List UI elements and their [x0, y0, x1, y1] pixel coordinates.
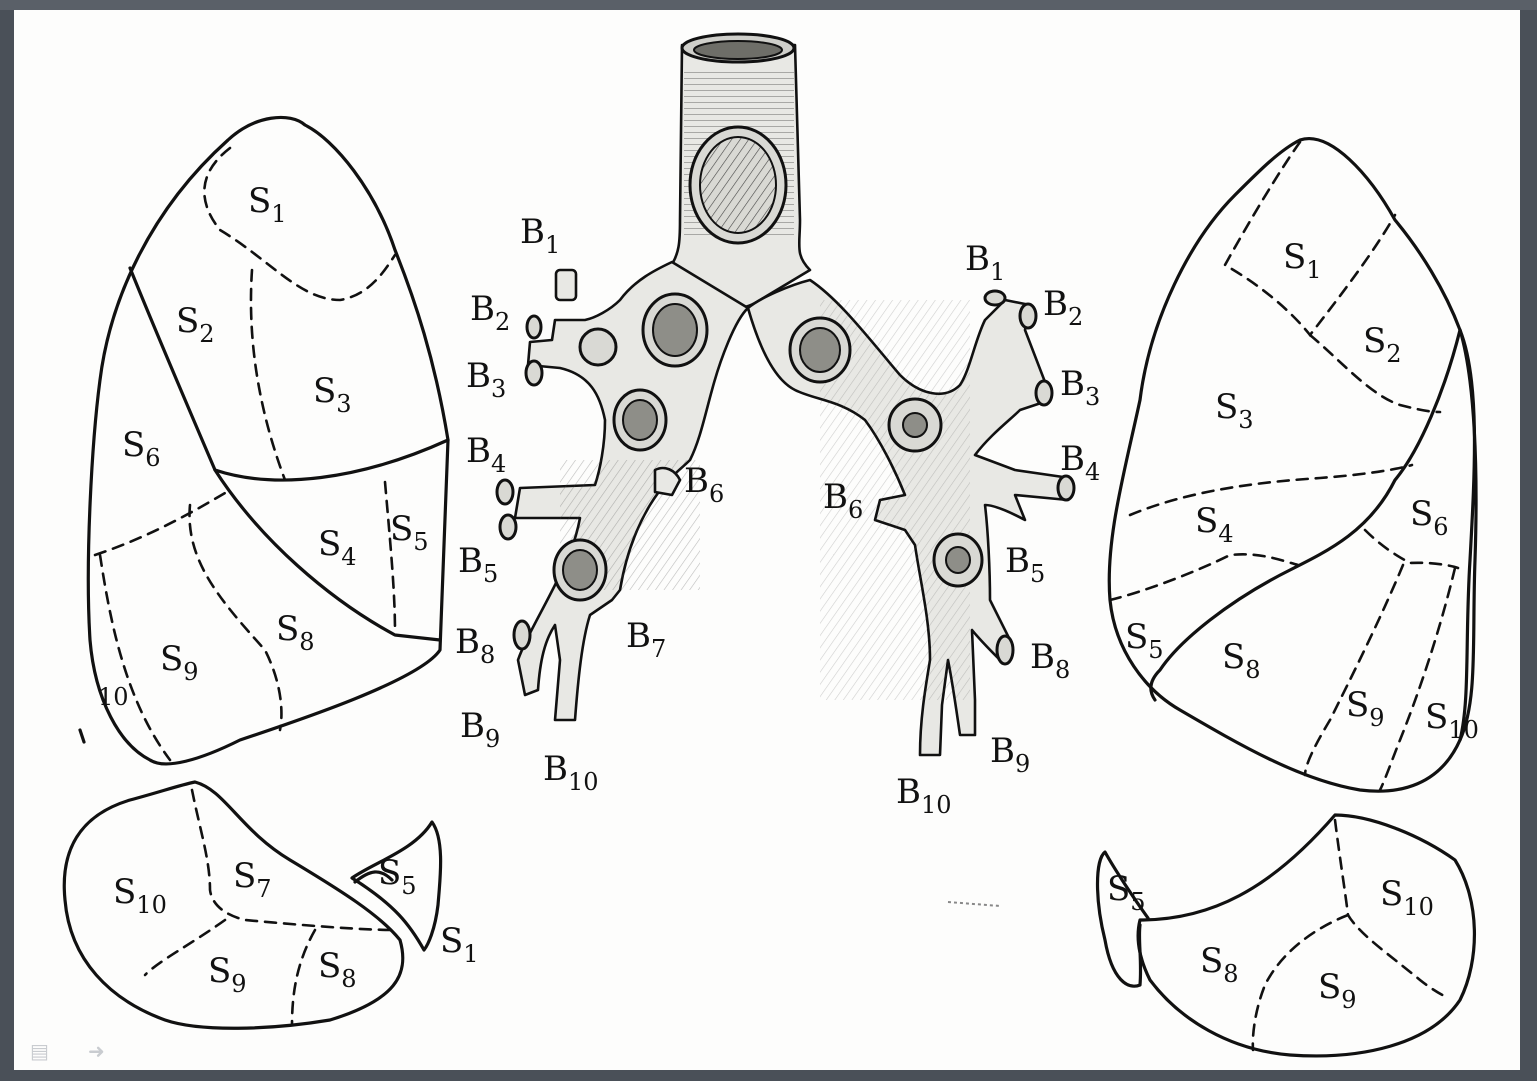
label-s2-ll: S2	[1363, 321, 1402, 368]
s2-s3-boundary	[251, 270, 285, 480]
label-s9-rm: S9	[208, 951, 247, 998]
rb3-tip	[526, 361, 542, 385]
label-s5-rm: S5	[378, 853, 417, 900]
label-s7-rm: S7	[233, 856, 272, 903]
rb5-tip	[500, 515, 516, 539]
label-s10-rm: S10	[113, 872, 167, 919]
s4-s5-left-boundary	[1110, 554, 1298, 600]
bronchial-tree: B1 B2 B3 B4 B6 B5 B8 B7 B9 B10 B1 B2 B3 …	[455, 34, 1100, 819]
label-s3-rl: S3	[313, 371, 352, 418]
label-b3-l: B3	[1060, 364, 1100, 411]
label-b8-l: B8	[1030, 637, 1070, 684]
label-s10-lm: S10	[1380, 874, 1434, 921]
right-oblique-fissure-upper	[130, 268, 448, 480]
label-s6-ll: S6	[1410, 494, 1449, 541]
s1-left-boundary	[1225, 142, 1395, 335]
label-b4-r: B4	[466, 431, 506, 478]
left-lung-medial: S5 S10 S8 S9	[1098, 815, 1475, 1056]
label-b2-r: B2	[470, 289, 510, 336]
label-s4-ll: S4	[1195, 501, 1234, 548]
trachea-lumen	[694, 41, 782, 59]
label-b9-r: B9	[460, 706, 500, 753]
scan-artifact	[948, 902, 1000, 906]
left-lung-lateral: S1 S2 S3 S4 S6 S5 S8 S9 S10	[1109, 139, 1479, 792]
label-s10-rl: 10	[98, 683, 129, 711]
label-s5-rl: S5	[390, 509, 429, 556]
rb7-lumen	[563, 550, 597, 590]
rb2-tip	[527, 316, 541, 338]
left-lingula-lumen	[903, 413, 927, 437]
lung-segment-diagram: S1 S2 S3 S6 S4 S5 S8 S9 10 S10 S7 S9 S8 …	[14, 10, 1520, 1070]
label-s4-rl: S4	[318, 524, 357, 571]
left-medial-outline	[1138, 815, 1474, 1056]
lb4-tip	[1058, 476, 1074, 500]
label-b1-r: B1	[520, 212, 560, 259]
right-lung-lateral: S1 S2 S3 S6 S4 S5 S8 S9 10	[80, 117, 448, 763]
s3-s4-boundary	[1130, 465, 1412, 515]
slide-canvas: S1 S2 S3 S6 S4 S5 S8 S9 10 S10 S7 S9 S8 …	[14, 10, 1520, 1070]
label-b5-l: B5	[1005, 541, 1045, 588]
label-b10-r: B10	[543, 749, 599, 796]
label-s5-ll: S5	[1125, 617, 1164, 664]
label-b8-r: B8	[455, 622, 495, 669]
label-s8-rm: S8	[318, 946, 357, 993]
label-b4-l: B4	[1060, 439, 1100, 486]
window-top-bar	[0, 0, 1537, 10]
label-b9-l: B9	[990, 731, 1030, 778]
label-s9-lm: S9	[1318, 967, 1357, 1014]
left-upper-lumen	[800, 328, 840, 372]
right-lung-medial: S10 S7 S9 S8 S5 S1	[64, 782, 478, 1028]
intermediate-lumen	[623, 400, 657, 440]
s8-s9-left-boundary	[1305, 565, 1403, 775]
label-s6-rl: S6	[122, 425, 161, 472]
carina-lumen	[700, 137, 776, 233]
lb1-tip	[985, 291, 1005, 305]
label-b10-l: B10	[896, 772, 952, 819]
label-s8-rl: S8	[276, 609, 315, 656]
label-b7-r: B7	[626, 616, 666, 663]
label-s9-rl: S9	[160, 639, 199, 686]
lb8-tip	[997, 636, 1013, 664]
rb8-tip	[514, 621, 530, 649]
rb1-ring	[580, 329, 616, 365]
label-s2-rl: S2	[176, 301, 215, 348]
s9-s10-left-boundary	[1380, 568, 1455, 790]
lb3-tip	[1036, 381, 1052, 405]
s1-boundary	[204, 148, 395, 300]
rb1-stub	[556, 270, 576, 300]
label-s9-ll: S9	[1346, 685, 1385, 732]
label-s1-rm: S1	[440, 921, 479, 968]
label-s3-ll: S3	[1215, 387, 1254, 434]
notes-icon[interactable]: ▤	[30, 1040, 56, 1062]
label-s8-ll: S8	[1222, 637, 1261, 684]
lb2-tip	[1020, 304, 1036, 328]
label-b1-l: B1	[965, 239, 1005, 286]
label-b3-r: B3	[466, 356, 506, 403]
left-lower-lumen	[946, 547, 970, 573]
right-upper-lobe-lumen	[653, 304, 697, 356]
rb4-tip	[497, 480, 513, 504]
label-s8-lm: S8	[1200, 941, 1239, 988]
label-s1-rl: S1	[248, 181, 287, 228]
label-b2-l: B2	[1043, 284, 1083, 331]
label-s5-lm: S5	[1107, 869, 1146, 916]
arrow-right-icon[interactable]: ➜	[88, 1040, 114, 1062]
label-b5-r: B5	[458, 541, 498, 588]
s4-s5-boundary	[385, 482, 395, 632]
mark	[80, 730, 84, 742]
s6-lower-boundary	[95, 490, 230, 555]
s8-s9-medial-boundary	[292, 930, 315, 1025]
label-b6-r: B6	[684, 461, 724, 508]
label-s1-ll: S1	[1283, 237, 1322, 284]
